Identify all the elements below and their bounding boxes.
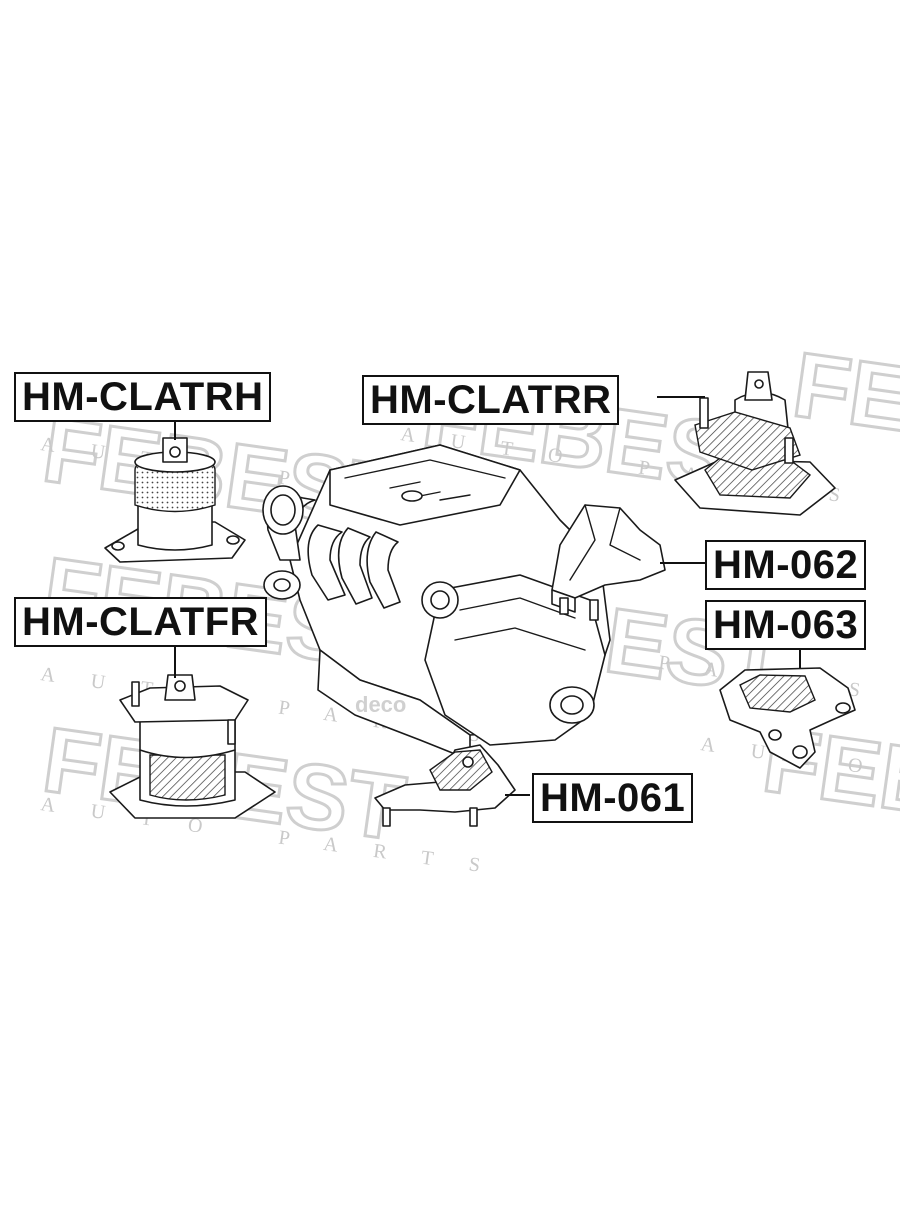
engine-badge: deco: [355, 692, 406, 717]
mount-hm-clatrr: [674, 371, 836, 516]
leader-lines: [174, 396, 801, 796]
engine-assembly: deco: [262, 444, 611, 761]
mount-hm-clatrh: [104, 437, 246, 563]
label-hm-063: HM-063: [705, 600, 867, 650]
label-hm-062: HM-062: [705, 540, 867, 590]
label-hm-clatfr: HM-CLATFR: [14, 597, 268, 647]
label-hm-061: HM-061: [532, 773, 694, 823]
mount-hm-063: [719, 667, 856, 769]
label-hm-clatrr: HM-CLATRR: [362, 375, 620, 425]
mount-hm-062: [551, 504, 666, 621]
label-hm-clatrh: HM-CLATRH: [14, 372, 272, 422]
mount-hm-clatfr: [109, 674, 276, 819]
mount-hm-061: [374, 744, 516, 827]
